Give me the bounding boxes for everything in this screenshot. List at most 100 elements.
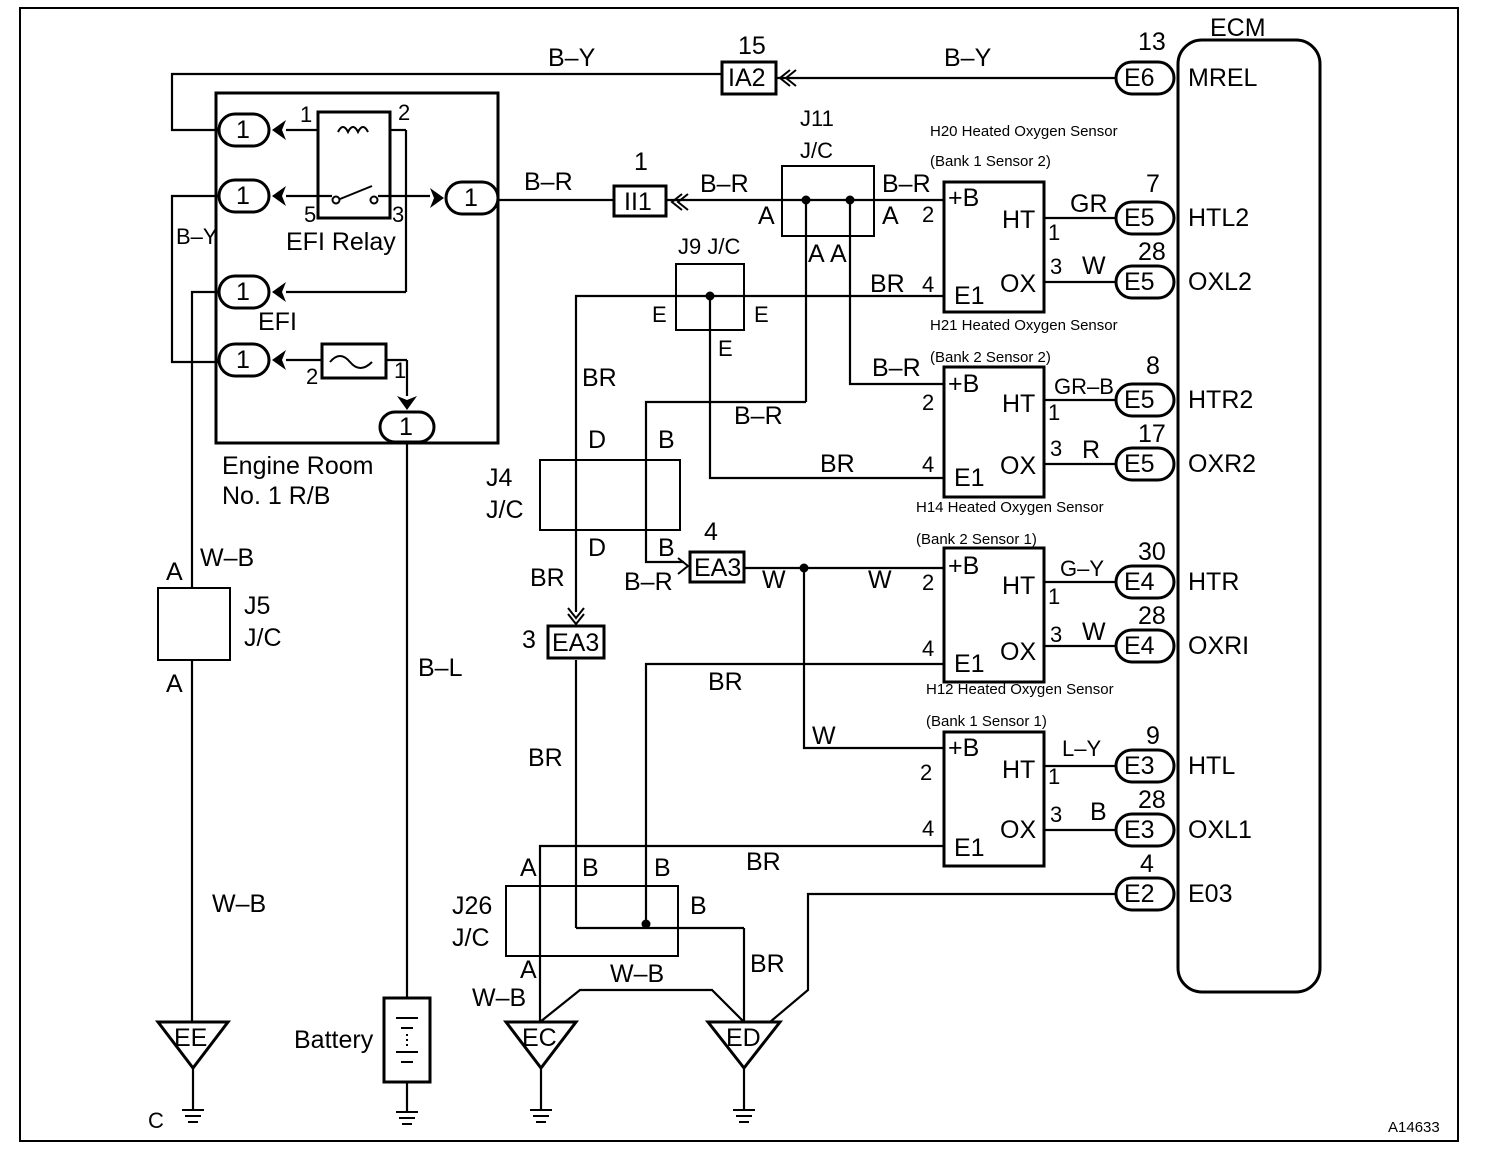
junction-dot [845,195,855,205]
wire-label: W–B [200,544,254,572]
connector-arrow [430,188,444,208]
rb-terminal-label: 1 [399,413,413,441]
figure-id: A14633 [1388,1119,1440,1136]
junction-pin: A [882,202,899,230]
sensor-subtitle: (Bank 1 Sensor 1) [926,713,1047,730]
connector-box [688,550,746,584]
junction-pin: B [582,854,599,882]
rb-terminal [217,342,271,378]
junction-name: J4 [486,464,513,492]
sensor-box [942,730,1046,868]
wire-label: BR [750,950,785,978]
wire-label: R [1082,436,1100,464]
junction-pin: D [588,534,606,562]
relay-switch [339,185,373,200]
wire-label: B–R [734,402,783,430]
relay-contact [369,195,379,205]
ecm-block [1176,38,1322,994]
junction-j5: A A J5 J/C [157,558,282,698]
fuse-pin-2: 2 [306,364,318,389]
ground-ed: ED [704,1020,784,1123]
ecm-pin-oxri: 28 E4 OXRI [1114,602,1249,664]
relay-pin-2: 2 [398,100,410,125]
sensor-pin-ox: OX [1000,816,1036,844]
sensor-title: H21 Heated Oxygen Sensor [930,317,1118,334]
sensor-pin-ht: HT [1002,572,1035,600]
junction-pin: A [166,558,183,586]
sensor-pin-e1: E1 [954,650,985,678]
connector-number: 3 [522,626,536,654]
wire-label: BR [530,564,565,592]
ecm-pin-name: HTL2 [1188,204,1249,232]
sensor-pin-ox: OX [1000,452,1036,480]
ecm-connector-label: E4 [1124,568,1155,596]
junction-pin: B [658,426,675,454]
junction-j9: J9 J/C E E E [652,234,769,361]
wire-label: B–R [872,354,921,382]
wire-label: B–R [882,170,931,198]
wire-label: W [1082,252,1106,280]
ecm-pin-name: MREL [1188,64,1258,92]
ecm-connector-label: E5 [1124,204,1155,232]
junction-j11: J11 J/C A A A A [758,106,899,268]
sensor-box [942,546,1046,684]
wire-label: B–L [418,654,463,682]
relay-pin-1: 1 [300,102,312,127]
ecm-pin-num: 28 [1138,786,1166,814]
sensor-subtitle: (Bank 1 Sensor 2) [930,153,1051,170]
junction-pin: B [690,892,707,920]
sensor-terminal-2: 2 [922,202,934,227]
ecm-connector-label: E5 [1124,268,1155,296]
ecm-connector-label: E5 [1124,450,1155,478]
fuse-pin-1: 1 [394,358,406,383]
connector-label: II1 [624,188,652,216]
efi-fuse-label: EFI [258,308,297,336]
ecm-pin-name: OXL2 [1188,268,1252,296]
sensor-terminal-4: 4 [922,636,934,661]
relay-box-label-2: No. 1 R/B [222,482,330,510]
ecm-pin-e03: 4 E2 E03 [1114,850,1232,912]
ecm-pin-num: 28 [1138,238,1166,266]
ecm-pin-htr: 30 E4 HTR [1114,538,1239,600]
junction-name: J5 [244,592,270,620]
fuse-element [329,355,373,369]
sensor-h21: H21 Heated Oxygen Sensor (Bank 2 Sensor … [922,317,1118,499]
wire-label: W–B [610,960,664,988]
wire-label: W [1082,618,1106,646]
ecm-pin-num: 13 [1138,28,1166,56]
rb-terminal-label: 1 [464,184,478,212]
ecm-pin-oxr2: 17 E5 OXR2 [1114,420,1256,482]
sensor-pin-b: +B [948,370,979,398]
ecm-pin-mrel: 13 E6 MREL [1114,28,1258,96]
connector-box [720,60,778,96]
ground-triangle [502,1020,580,1071]
junction-name: J11 [800,106,834,131]
ecm-pin-num: 7 [1146,170,1160,198]
ground-label: EE [174,1024,207,1052]
connector-ii1: 1 II1 [612,148,689,218]
relay-pin-3: 3 [392,202,404,227]
connector-label: EA3 [694,554,741,582]
sensor-terminal-1: 1 [1048,400,1060,425]
ecm-pin-name: OXR2 [1188,450,1256,478]
sensor-pin-ox: OX [1000,270,1036,298]
connector-ea3-bottom: 3 EA3 [522,607,606,660]
junction-box [539,459,681,531]
sensor-terminal-4: 4 [922,272,934,297]
sensor-pin-ht: HT [1002,756,1035,784]
junction-dot [799,563,809,573]
ground-ec: EC [502,1020,580,1123]
sensor-pin-b: +B [948,552,979,580]
junction-box [505,885,679,957]
wire-label: W [812,722,836,750]
connector-number: 4 [704,518,718,546]
battery: Battery [294,996,432,1125]
engine-room-relay-box: 1 2 5 3 EFI Relay EFI 2 1 1 1 1 1 1 1 [214,91,500,510]
ecm-connector-label: E3 [1124,752,1155,780]
connector-arrow [272,350,286,370]
relay-box-label-1: Engine Room [222,452,373,480]
sensor-terminal-3: 3 [1050,436,1062,461]
sensor-subtitle: (Bank 2 Sensor 1) [916,531,1037,548]
ecm-pin-num: 8 [1146,352,1160,380]
